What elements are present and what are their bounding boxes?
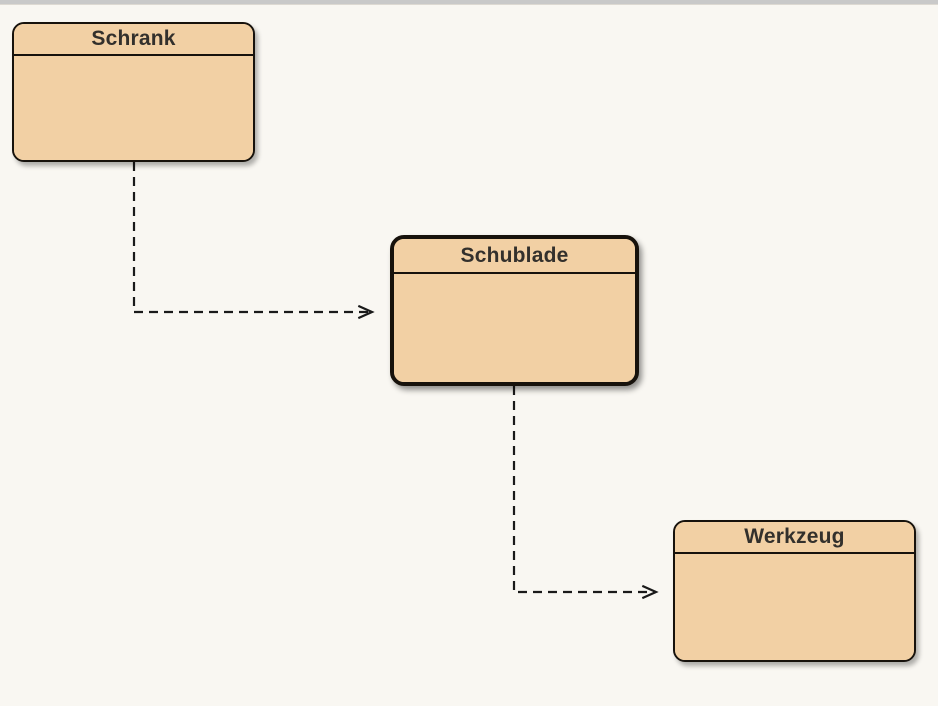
resize-grip-icon[interactable] xyxy=(591,373,635,386)
uml-class-title: Schublade xyxy=(394,239,635,274)
uml-class-schrank[interactable]: Schrank xyxy=(12,22,255,162)
uml-class-body xyxy=(394,274,635,386)
window-chrome-strip xyxy=(0,0,938,5)
uml-class-title: Schrank xyxy=(14,24,253,56)
connector-line[interactable] xyxy=(512,386,656,594)
connector-arrowhead-icon xyxy=(641,584,659,600)
uml-class-title: Werkzeug xyxy=(675,522,914,554)
uml-class-werkzeug[interactable]: Werkzeug xyxy=(673,520,916,662)
uml-class-schublade[interactable]: Schublade xyxy=(390,235,639,386)
connector-arrowhead-icon xyxy=(357,304,375,320)
uml-class-body xyxy=(14,56,253,160)
uml-class-body xyxy=(675,554,914,660)
connector-line[interactable] xyxy=(132,162,372,314)
